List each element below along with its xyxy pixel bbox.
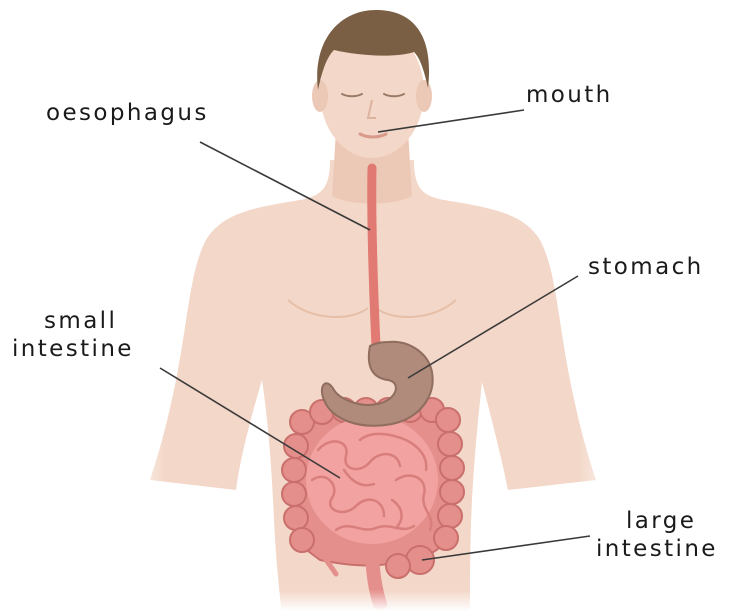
label-stomach: stomach [588,254,704,280]
right-ear [416,80,432,112]
label-small-intestine-line2: intestine [12,336,134,362]
left-ear [312,80,328,112]
label-small-intestine-line1: small [44,308,117,334]
oesophagus-tube [372,168,376,346]
label-mouth: mouth [526,82,613,108]
label-large-intestine-line2: intestine [596,536,718,562]
label-oesophagus: oesophagus [46,100,209,126]
label-large-intestine-line1: large [626,508,696,534]
